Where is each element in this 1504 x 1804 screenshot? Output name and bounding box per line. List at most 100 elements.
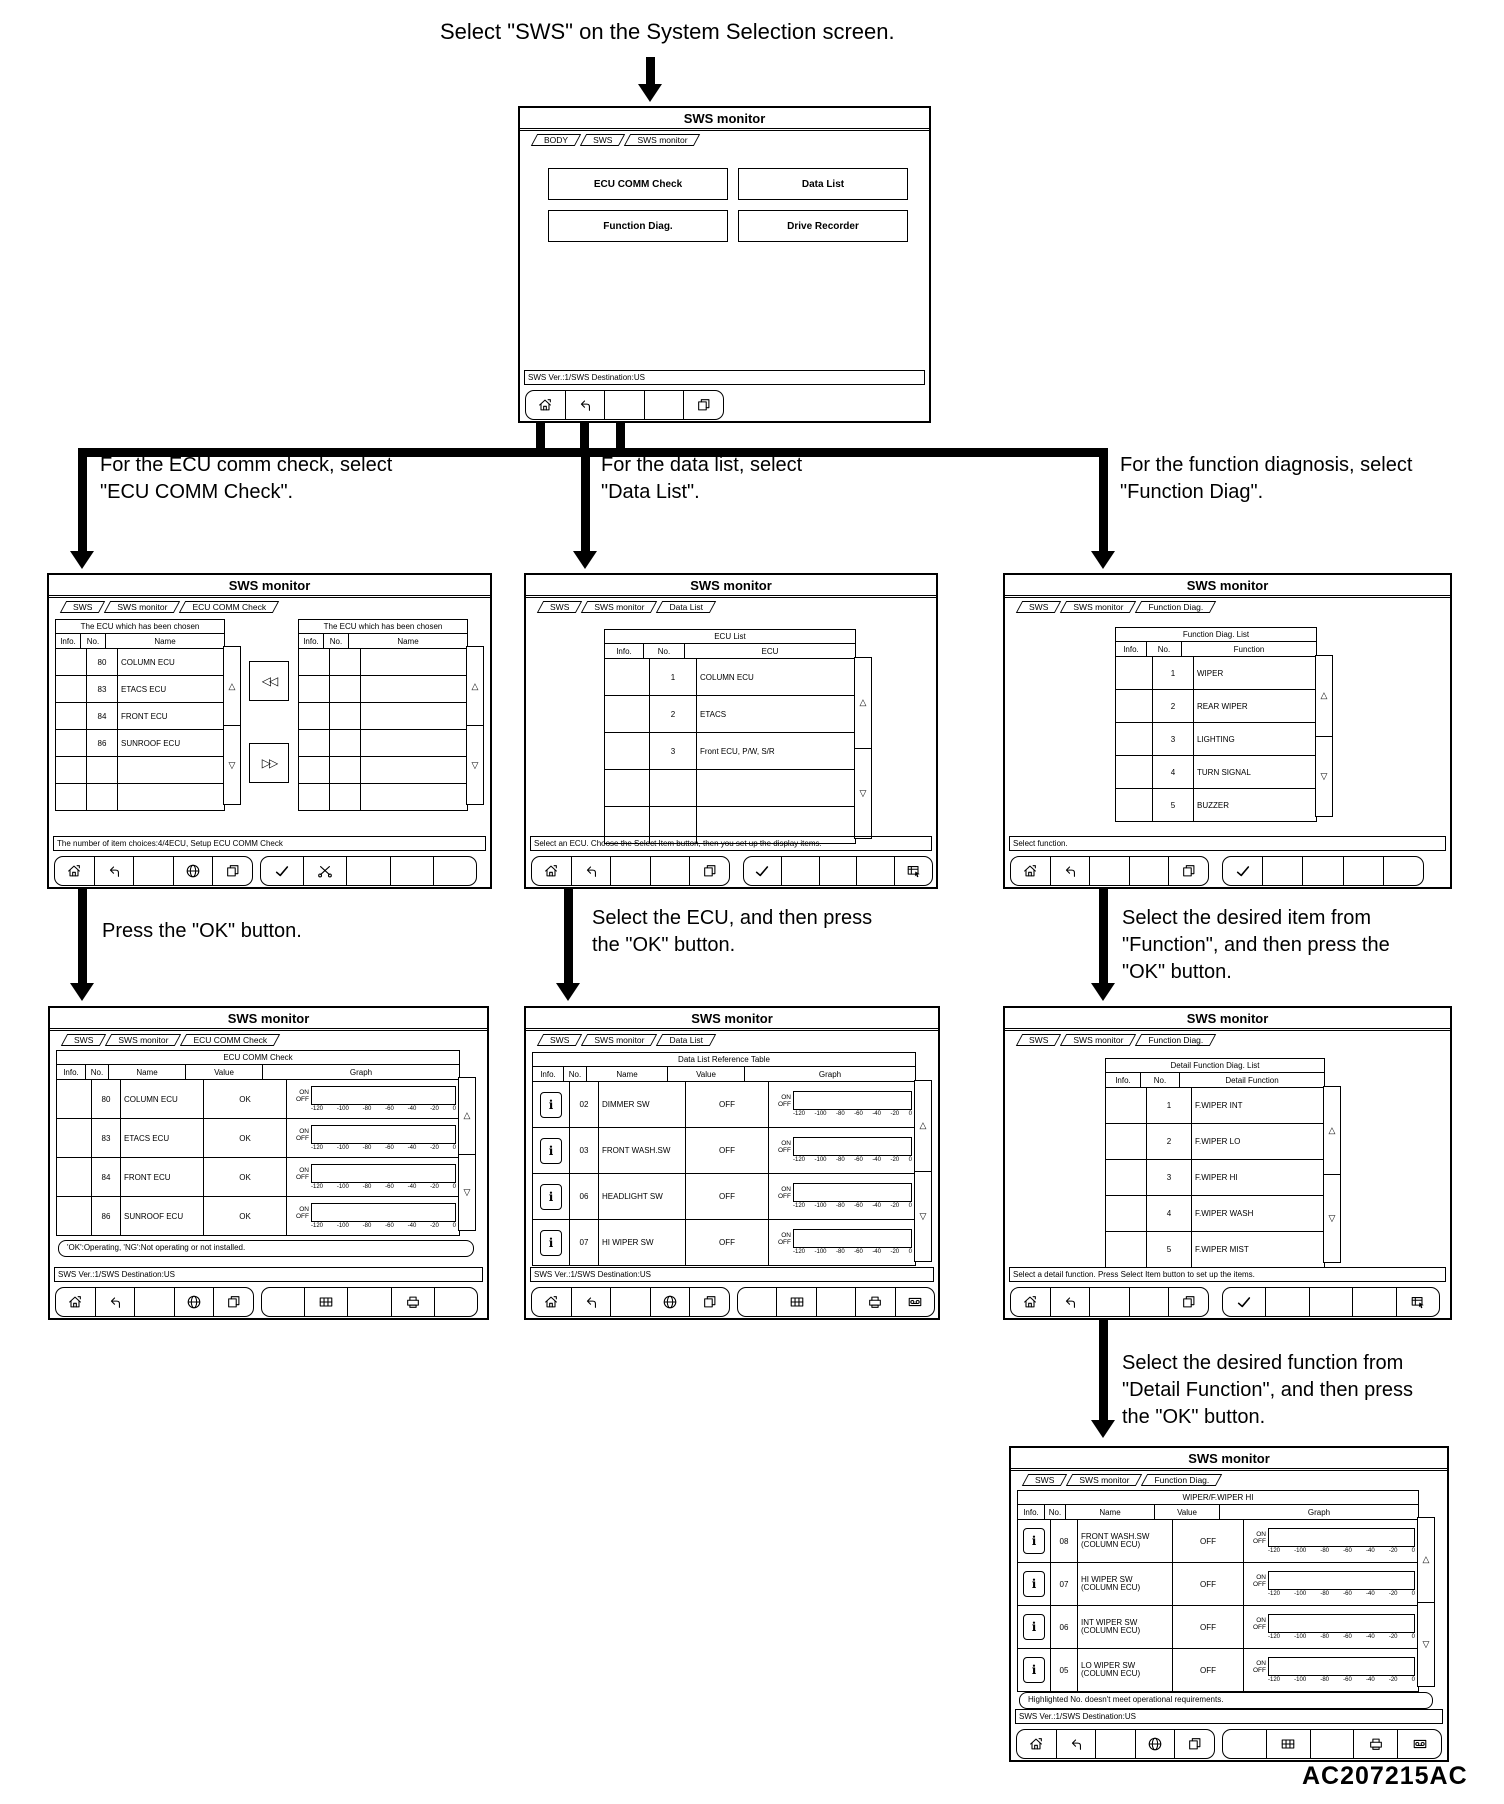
home-button[interactable] xyxy=(56,1288,96,1316)
scroll-down-button[interactable]: ▽ xyxy=(1422,1638,1430,1649)
return-button[interactable] xyxy=(96,1288,136,1316)
printer-button[interactable] xyxy=(392,1288,435,1316)
copy-button[interactable] xyxy=(684,391,723,419)
info-button[interactable]: i xyxy=(540,1091,562,1118)
info-button[interactable]: i xyxy=(1023,1571,1045,1597)
ok-button[interactable] xyxy=(744,857,782,885)
breadcrumb-tab[interactable]: Function Diag. xyxy=(1138,1034,1213,1046)
info-button[interactable]: i xyxy=(540,1137,562,1164)
breadcrumb-tab[interactable]: SWS monitor xyxy=(1069,1474,1139,1486)
scroll-up-button[interactable]: △ xyxy=(467,647,483,726)
breadcrumb-tab[interactable]: Data List xyxy=(659,1034,713,1046)
function-diag-button[interactable]: Function Diag. xyxy=(548,210,728,242)
copy-button[interactable] xyxy=(214,1288,253,1316)
globe-button[interactable] xyxy=(1136,1730,1176,1758)
breadcrumb-tab[interactable]: SWS monitor xyxy=(627,134,697,146)
home-button[interactable] xyxy=(1011,1288,1051,1316)
breadcrumb-tab[interactable]: ECU COMM Check xyxy=(183,1034,277,1046)
scroll-down-button[interactable]: ▽ xyxy=(919,1210,927,1221)
breadcrumb-tab[interactable]: Function Diag. xyxy=(1138,601,1213,613)
breadcrumb-tab[interactable]: SWS monitor xyxy=(1063,1034,1133,1046)
scroll-up-button[interactable]: △ xyxy=(459,1078,475,1155)
breadcrumb-tab[interactable]: BODY xyxy=(534,134,578,146)
home-button[interactable] xyxy=(55,857,95,885)
tape-button[interactable] xyxy=(896,1288,934,1316)
home-button[interactable] xyxy=(1011,857,1051,885)
globe-button[interactable] xyxy=(174,857,214,885)
select-item-button[interactable] xyxy=(1397,1288,1439,1316)
breadcrumb-tab[interactable]: SWS xyxy=(1019,601,1058,613)
printer-button[interactable] xyxy=(1354,1730,1399,1758)
home-button[interactable] xyxy=(532,1288,572,1316)
scroll-up-button[interactable]: △ xyxy=(1316,656,1332,737)
return-button[interactable] xyxy=(1051,857,1091,885)
printer-button[interactable] xyxy=(856,1288,896,1316)
breadcrumb-tab[interactable]: SWS xyxy=(540,601,579,613)
data-table-button[interactable] xyxy=(1267,1730,1311,1758)
copy-button[interactable] xyxy=(690,1288,729,1316)
ecu-comm-check-button[interactable]: ECU COMM Check xyxy=(548,168,728,200)
select-item-button[interactable] xyxy=(895,857,932,885)
drive-recorder-button[interactable]: Drive Recorder xyxy=(738,210,908,242)
scroll-down-button[interactable]: ▽ xyxy=(1328,1213,1336,1223)
globe-button[interactable] xyxy=(651,1288,691,1316)
breadcrumb-tab[interactable]: SWS xyxy=(583,134,622,146)
copy-button[interactable] xyxy=(1169,857,1208,885)
breadcrumb-tab[interactable]: SWS monitor xyxy=(584,1034,654,1046)
breadcrumb-tab[interactable]: SWS xyxy=(63,601,102,613)
scroll-down-button[interactable]: ▽ xyxy=(1320,770,1328,781)
breadcrumb-tab[interactable]: SWS xyxy=(1025,1474,1064,1486)
scroll-down-button[interactable]: ▽ xyxy=(463,1186,471,1197)
copy-button[interactable] xyxy=(690,857,729,885)
scroll-down-button[interactable]: ▽ xyxy=(471,759,479,770)
home-button[interactable] xyxy=(532,857,572,885)
return-button[interactable] xyxy=(572,857,612,885)
return-button[interactable] xyxy=(1051,1288,1091,1316)
return-button[interactable] xyxy=(572,1288,612,1316)
return-button[interactable] xyxy=(1057,1730,1097,1758)
return-button[interactable] xyxy=(566,391,606,419)
scroll-up-button[interactable]: △ xyxy=(224,647,240,726)
info-button[interactable]: i xyxy=(540,1229,562,1256)
breadcrumb-tab[interactable]: SWS monitor xyxy=(584,601,654,613)
breadcrumb-tab[interactable]: SWS xyxy=(64,1034,103,1046)
breadcrumb-tab[interactable]: SWS monitor xyxy=(108,1034,178,1046)
breadcrumb-tab[interactable]: Data List xyxy=(659,601,713,613)
scroll-up-button[interactable]: △ xyxy=(1324,1087,1340,1175)
info-button[interactable]: i xyxy=(540,1183,562,1210)
breadcrumb-tab[interactable]: Function Diag. xyxy=(1144,1474,1219,1486)
breadcrumb-tab[interactable]: SWS xyxy=(1019,1034,1058,1046)
copy-button[interactable] xyxy=(1175,1730,1214,1758)
globe-button[interactable] xyxy=(175,1288,215,1316)
ok-button[interactable] xyxy=(261,857,305,885)
info-button[interactable]: i xyxy=(1023,1614,1045,1640)
ok-button[interactable] xyxy=(1223,857,1264,885)
copy-button[interactable] xyxy=(213,857,252,885)
ok-button[interactable] xyxy=(1223,1288,1267,1316)
scroll-up-button[interactable]: △ xyxy=(855,658,871,749)
return-button[interactable] xyxy=(95,857,135,885)
cancel-button[interactable] xyxy=(304,857,348,885)
transfer-right-button[interactable]: ▷▷ xyxy=(249,743,289,783)
breadcrumb-tab[interactable]: SWS monitor xyxy=(1063,601,1133,613)
transfer-left-button[interactable]: ◁◁ xyxy=(249,661,289,701)
breadcrumb-tab[interactable]: SWS monitor xyxy=(107,601,177,613)
scroll-down-button[interactable]: ▽ xyxy=(228,759,236,770)
tape-button[interactable] xyxy=(1398,1730,1441,1758)
data-list-button[interactable]: Data List xyxy=(738,168,908,200)
